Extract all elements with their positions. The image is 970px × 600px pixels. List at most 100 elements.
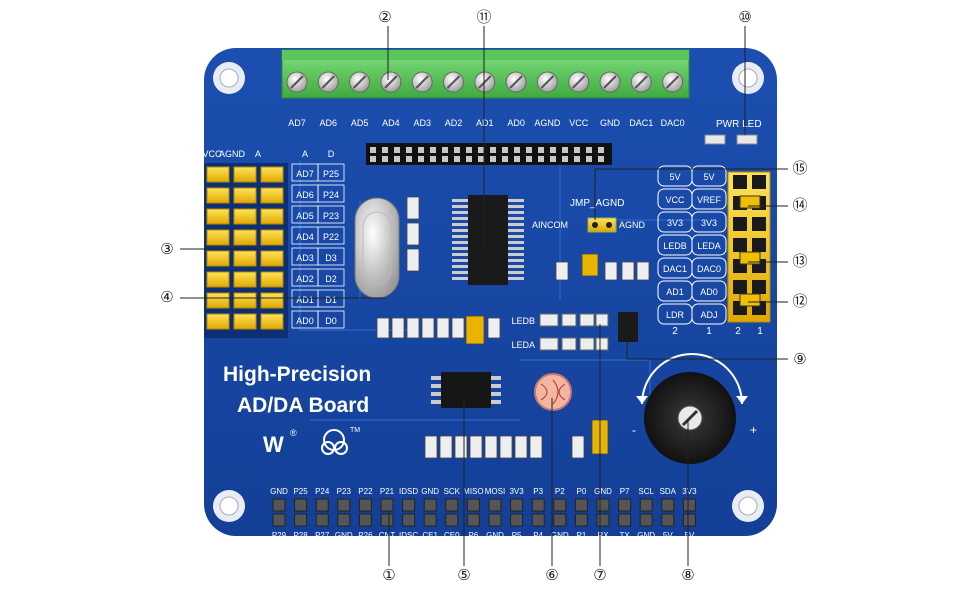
gpio-pin	[639, 513, 653, 527]
led	[539, 337, 559, 351]
gpio-pin	[682, 498, 696, 512]
header-pin	[233, 187, 257, 204]
gpio-bottom-label: P26	[358, 531, 373, 540]
gpio-bottom-label: CNT	[379, 531, 396, 540]
jumper-table-cell: DAC1	[663, 264, 687, 274]
callout-number: ②	[378, 8, 391, 26]
a-label: AD1	[296, 295, 314, 305]
gpio-bottom-label: P5	[512, 531, 522, 540]
gpio-pin	[618, 513, 632, 527]
mounting-holes	[213, 62, 764, 522]
d-label: D2	[325, 274, 337, 284]
a-label: AD6	[296, 190, 314, 200]
right-jumper-block	[727, 171, 771, 323]
gpio-pin	[380, 498, 394, 512]
jumper-pin	[752, 217, 766, 231]
jumper-table-cell: LDR	[666, 310, 685, 320]
header-pin	[206, 313, 230, 330]
gpio-bottom-label: P27	[315, 531, 330, 540]
terminal-label: AD6	[320, 118, 338, 128]
left-header-col-label: D	[328, 149, 335, 159]
gpio-pin	[553, 498, 567, 512]
terminal-label: AD7	[288, 118, 306, 128]
gpio-pin	[402, 513, 416, 527]
jumper-pin	[752, 238, 766, 252]
gpio-pin	[423, 513, 437, 527]
header-pin	[206, 229, 230, 246]
header-pin	[206, 208, 230, 225]
gpio-pin	[315, 498, 329, 512]
jumper-table-cell: DAC0	[697, 264, 721, 274]
raspberry-logo-icon	[321, 429, 348, 455]
brand-logo: W	[263, 432, 284, 457]
gpio-pin	[445, 498, 459, 512]
callout-number: ⑩	[738, 8, 751, 26]
left-header-col-label: AGND	[219, 149, 246, 159]
gpio-bottom-label: CE1	[422, 531, 438, 540]
gpio-pin	[466, 498, 480, 512]
gpio-pin	[661, 498, 675, 512]
terminal-label: AD0	[507, 118, 525, 128]
jmp-right: AGND	[619, 220, 646, 230]
callout-annotations	[180, 26, 788, 568]
jumper-table-cell: VCC	[665, 195, 685, 205]
jumper-table-cell: 3V3	[701, 218, 717, 228]
jumper-pin	[733, 280, 747, 294]
callout-number: ⑥	[545, 566, 558, 584]
gpio-top-label: P23	[337, 487, 352, 496]
terminal-label: GND	[600, 118, 621, 128]
header-pin	[260, 229, 284, 246]
gpio-pin	[337, 498, 351, 512]
board-title-line2: AD/DA Board	[237, 394, 369, 417]
gpio-top-label: IDSD	[399, 487, 418, 496]
header-pin	[206, 292, 230, 309]
gpio-pin	[661, 513, 675, 527]
header-pin	[260, 313, 284, 330]
d-label: P23	[323, 211, 339, 221]
header-pin	[233, 313, 257, 330]
led	[539, 313, 559, 327]
d-label: D0	[325, 316, 337, 326]
terminal-label: VCC	[569, 118, 589, 128]
jumper-table-cell: LEDA	[697, 241, 721, 251]
pot-minus-mark: -	[632, 423, 636, 437]
gpio-bottom-label: P4	[533, 531, 543, 540]
led-label: LEDA	[511, 340, 535, 350]
d-label: D3	[325, 253, 337, 263]
header-pin	[206, 187, 230, 204]
gpio-pin	[574, 498, 588, 512]
jumper-table-cell: 3V3	[667, 218, 683, 228]
gpio-pin	[272, 498, 286, 512]
a-label: AD3	[296, 253, 314, 263]
gpio-pin	[337, 513, 351, 527]
gpio-bottom-label: GND	[637, 531, 655, 540]
jmp-agnd-jumper	[587, 217, 617, 233]
callout-number: ⑪	[476, 8, 491, 26]
callout-number: ⑮	[792, 159, 807, 177]
gpio-bottom-label: GND	[486, 531, 504, 540]
led-label: LEDB	[511, 316, 535, 326]
jumper-table-cell: LEDB	[663, 241, 687, 251]
brand-registered: ®	[290, 428, 297, 438]
gpio-bottom-label: IDSC	[399, 531, 418, 540]
crystal-oscillator	[354, 197, 400, 299]
gpio-bottom-label: GND	[335, 531, 353, 540]
jumper-pin	[752, 175, 766, 189]
gpio-top-label: GND	[270, 487, 288, 496]
gpio-pin	[423, 498, 437, 512]
header-pin	[233, 250, 257, 267]
gpio-top-label: P0	[577, 487, 587, 496]
terminal-label: AD3	[413, 118, 431, 128]
jumper-pin	[733, 175, 747, 189]
header-pin	[206, 250, 230, 267]
terminal-label: AD1	[476, 118, 494, 128]
gpio-top-label: P25	[293, 487, 308, 496]
header-pin	[260, 166, 284, 183]
left-pin-header	[204, 163, 288, 338]
soic-chip	[431, 372, 501, 408]
header-pin	[206, 271, 230, 288]
d-label: P25	[323, 169, 339, 179]
header-pin	[233, 208, 257, 225]
gpio-header	[272, 498, 696, 527]
